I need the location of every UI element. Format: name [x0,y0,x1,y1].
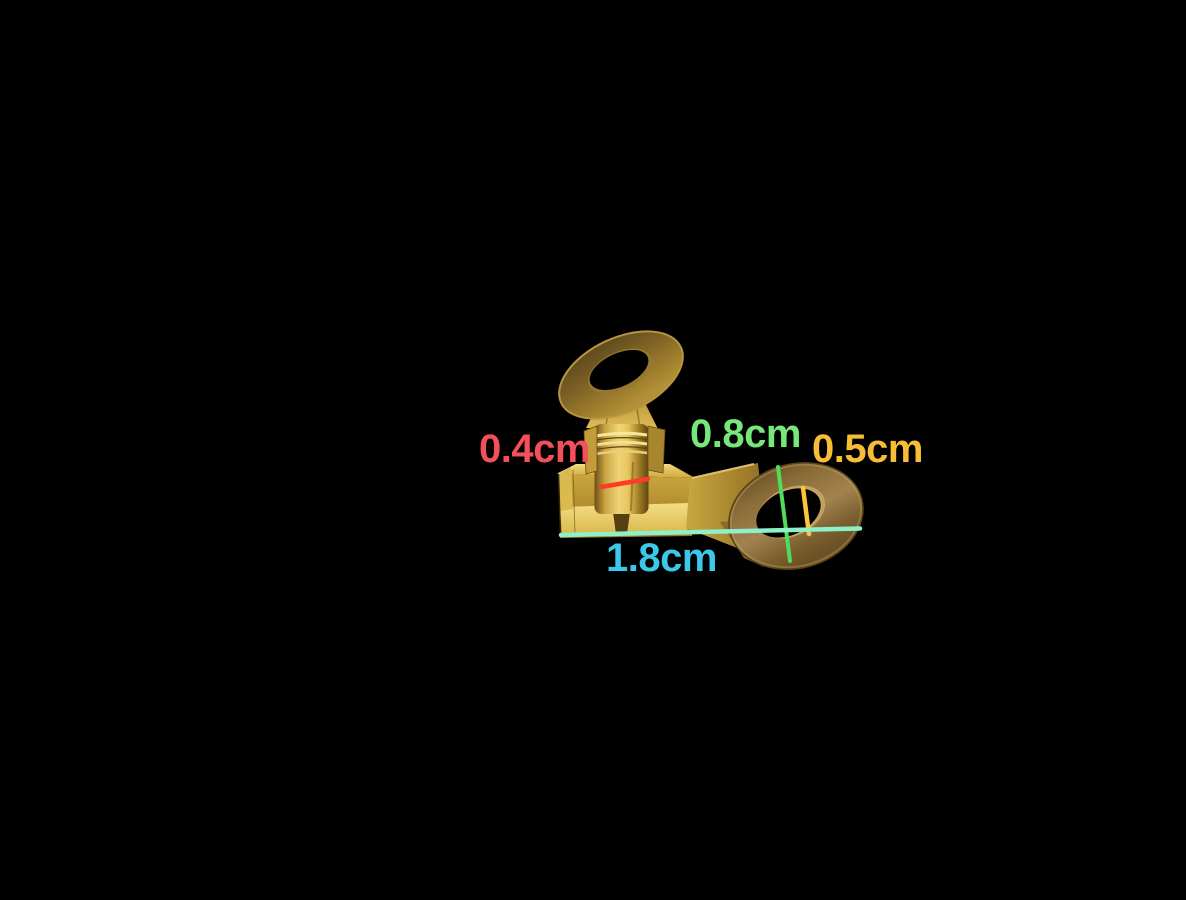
terminal-flag-tab [558,330,684,420]
ring-outer-label: 0.8cm [690,412,801,456]
ring-hole-label: 0.5cm [812,427,923,471]
overall-length-line [558,526,863,538]
flag-hole [589,349,649,391]
crimp-width-line [598,476,651,490]
crimp-wings [583,425,666,475]
crimp-barrel [594,424,649,514]
ring-hole-line [800,485,812,537]
overall-length-label: 1.8cm [606,536,717,580]
crimp-width-label: 0.4cm [479,427,590,471]
ring-outer-line [776,465,792,563]
